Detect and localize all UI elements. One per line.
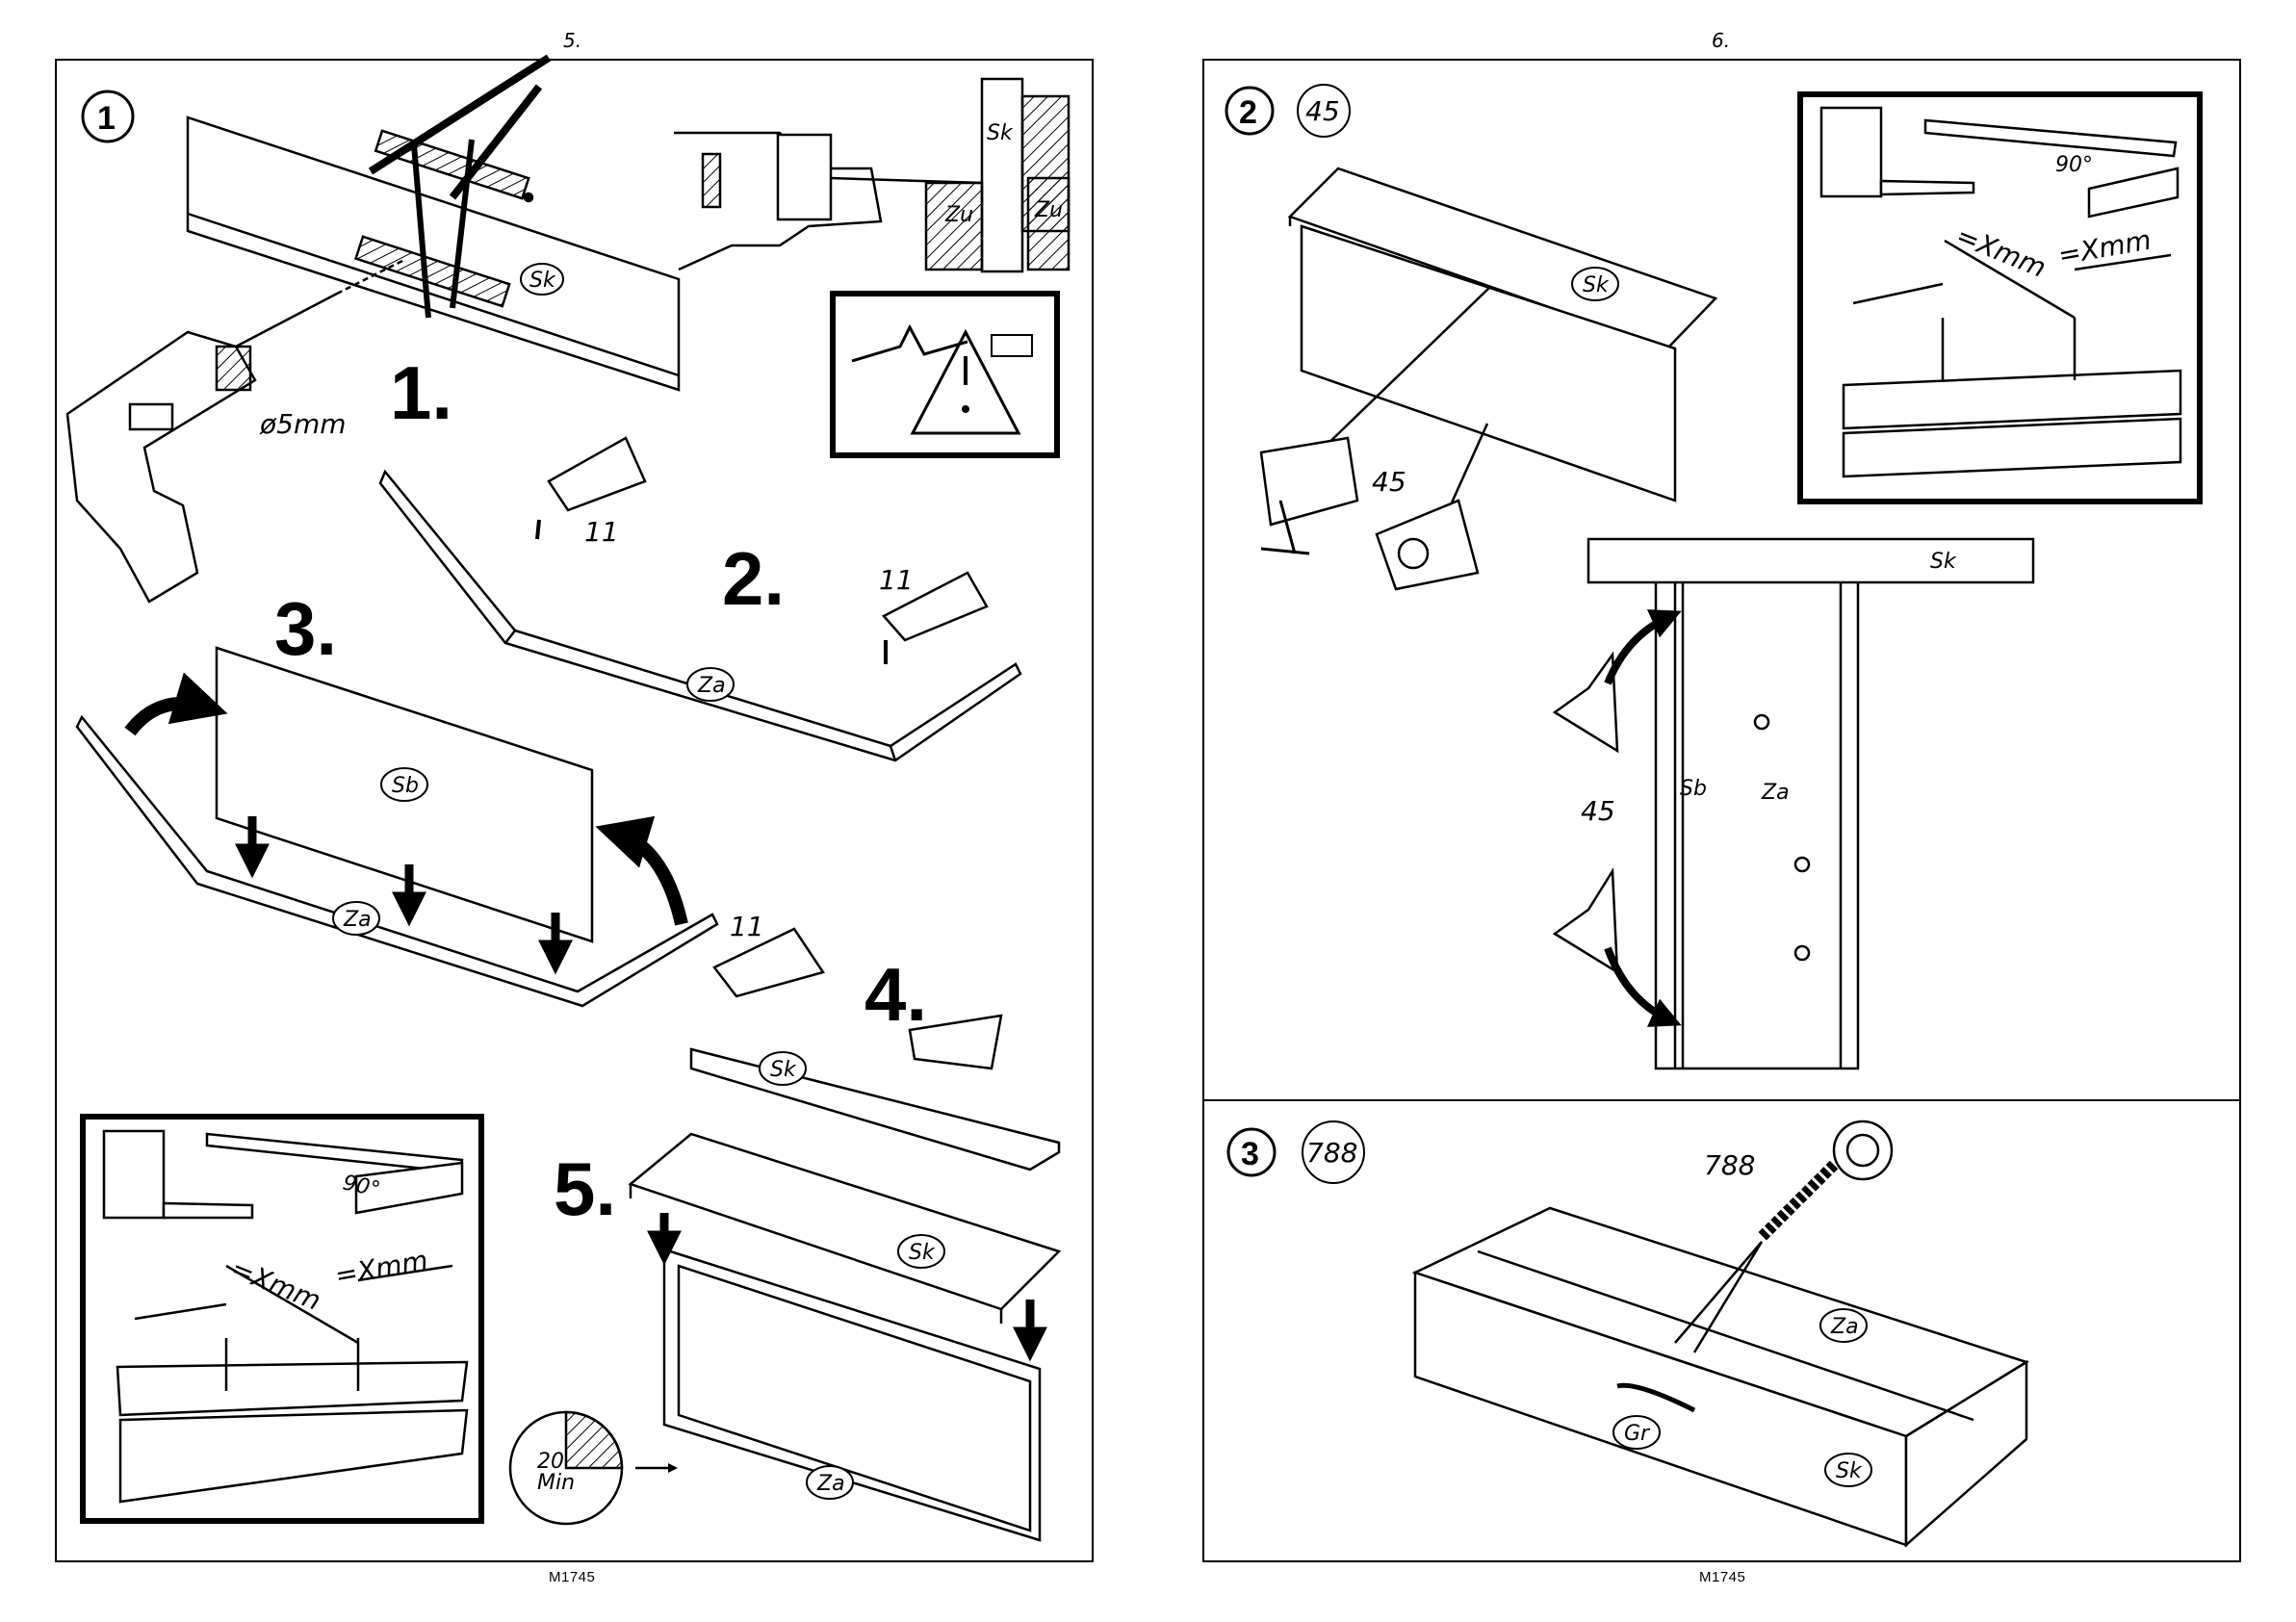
zu-label-2: Zu (1034, 198, 1063, 222)
warning-box (833, 294, 1057, 455)
step-1-number: 1. (390, 350, 452, 435)
sk-label-step5: Sk (898, 1235, 944, 1268)
svg-text:Sk: Sk (529, 269, 556, 293)
za-label-right: Za (1761, 781, 1790, 805)
svg-text:Gr: Gr (1624, 1422, 1651, 1446)
hardware-badge-45: 45 (1298, 85, 1350, 137)
za-label-step2: Za (687, 668, 734, 701)
svg-text:Za: Za (343, 908, 372, 932)
zu-label-1: Zu (944, 203, 973, 227)
glue-label-1: 11 (584, 516, 619, 548)
za-label-drawer: Za (1820, 1309, 1867, 1342)
section-2-side-detail (1555, 539, 2033, 1068)
hardware-label-45-a: 45 (1372, 466, 1406, 498)
measure-inset-left (83, 1117, 481, 1521)
timer-unit: Min (537, 1471, 575, 1495)
sb-label-right: Sb (1680, 777, 1707, 801)
section-3-badge: 3 (1228, 1129, 1275, 1175)
step-3-illustration (77, 648, 717, 1006)
gr-label-drawer: Gr (1613, 1416, 1660, 1449)
sk-label-board: Sk (1572, 268, 1618, 300)
svg-text:788: 788 (1306, 1137, 1357, 1169)
svg-text:1: 1 (97, 100, 116, 137)
svg-text:Sk: Sk (770, 1058, 797, 1082)
svg-text:Sk: Sk (909, 1241, 936, 1265)
svg-text:2: 2 (1239, 94, 1257, 131)
sk-label-step1: Sk (521, 264, 563, 295)
section-1-badge: 1 (83, 91, 133, 142)
section-3-drawer (1415, 1121, 2026, 1545)
sk-label-drawer: Sk (1825, 1454, 1871, 1486)
hardware-badge-788: 788 (1303, 1121, 1364, 1183)
step-2-number: 2. (722, 536, 785, 621)
sb-label: Sb (381, 768, 427, 801)
svg-text:Sk: Sk (1836, 1459, 1863, 1483)
glue-label-2: 11 (879, 564, 914, 596)
svg-text:Sk: Sk (1583, 273, 1610, 297)
svg-text:3: 3 (1241, 1136, 1259, 1172)
measure-inset-right (1800, 94, 2200, 502)
svg-text:45: 45 (1305, 95, 1340, 127)
svg-text:Za: Za (816, 1472, 845, 1496)
step-2-illustration (380, 438, 1020, 760)
svg-text:Sb: Sb (392, 774, 419, 798)
svg-text:Za: Za (697, 674, 726, 698)
measure-left-label-a: =Xmm (226, 1252, 324, 1317)
screw-label-788: 788 (1704, 1149, 1755, 1181)
step-5-number: 5. (554, 1146, 616, 1231)
angle-label-b: 90° (2055, 153, 2093, 177)
svg-text:Za: Za (1830, 1315, 1859, 1339)
drill-size-label: ø5mm (259, 408, 347, 440)
sk-label-side: Sk (1930, 550, 1957, 574)
step-3-number: 3. (274, 586, 337, 671)
measure-right-label-a: =Xmm (332, 1245, 429, 1292)
hardware-label-45-b: 45 (1581, 795, 1615, 827)
glue-label-3: 11 (730, 911, 764, 942)
section-2-badge: 2 (1226, 88, 1273, 134)
sk-label-step4: Sk (760, 1052, 806, 1085)
za-label-step5: Za (807, 1466, 853, 1499)
za-label-step3: Za (333, 902, 379, 935)
section-2-board (1261, 168, 1716, 589)
step-4-number: 4. (864, 952, 927, 1037)
drill-wall-detail (674, 79, 1069, 271)
sk-label-drill: Sk (987, 121, 1014, 145)
